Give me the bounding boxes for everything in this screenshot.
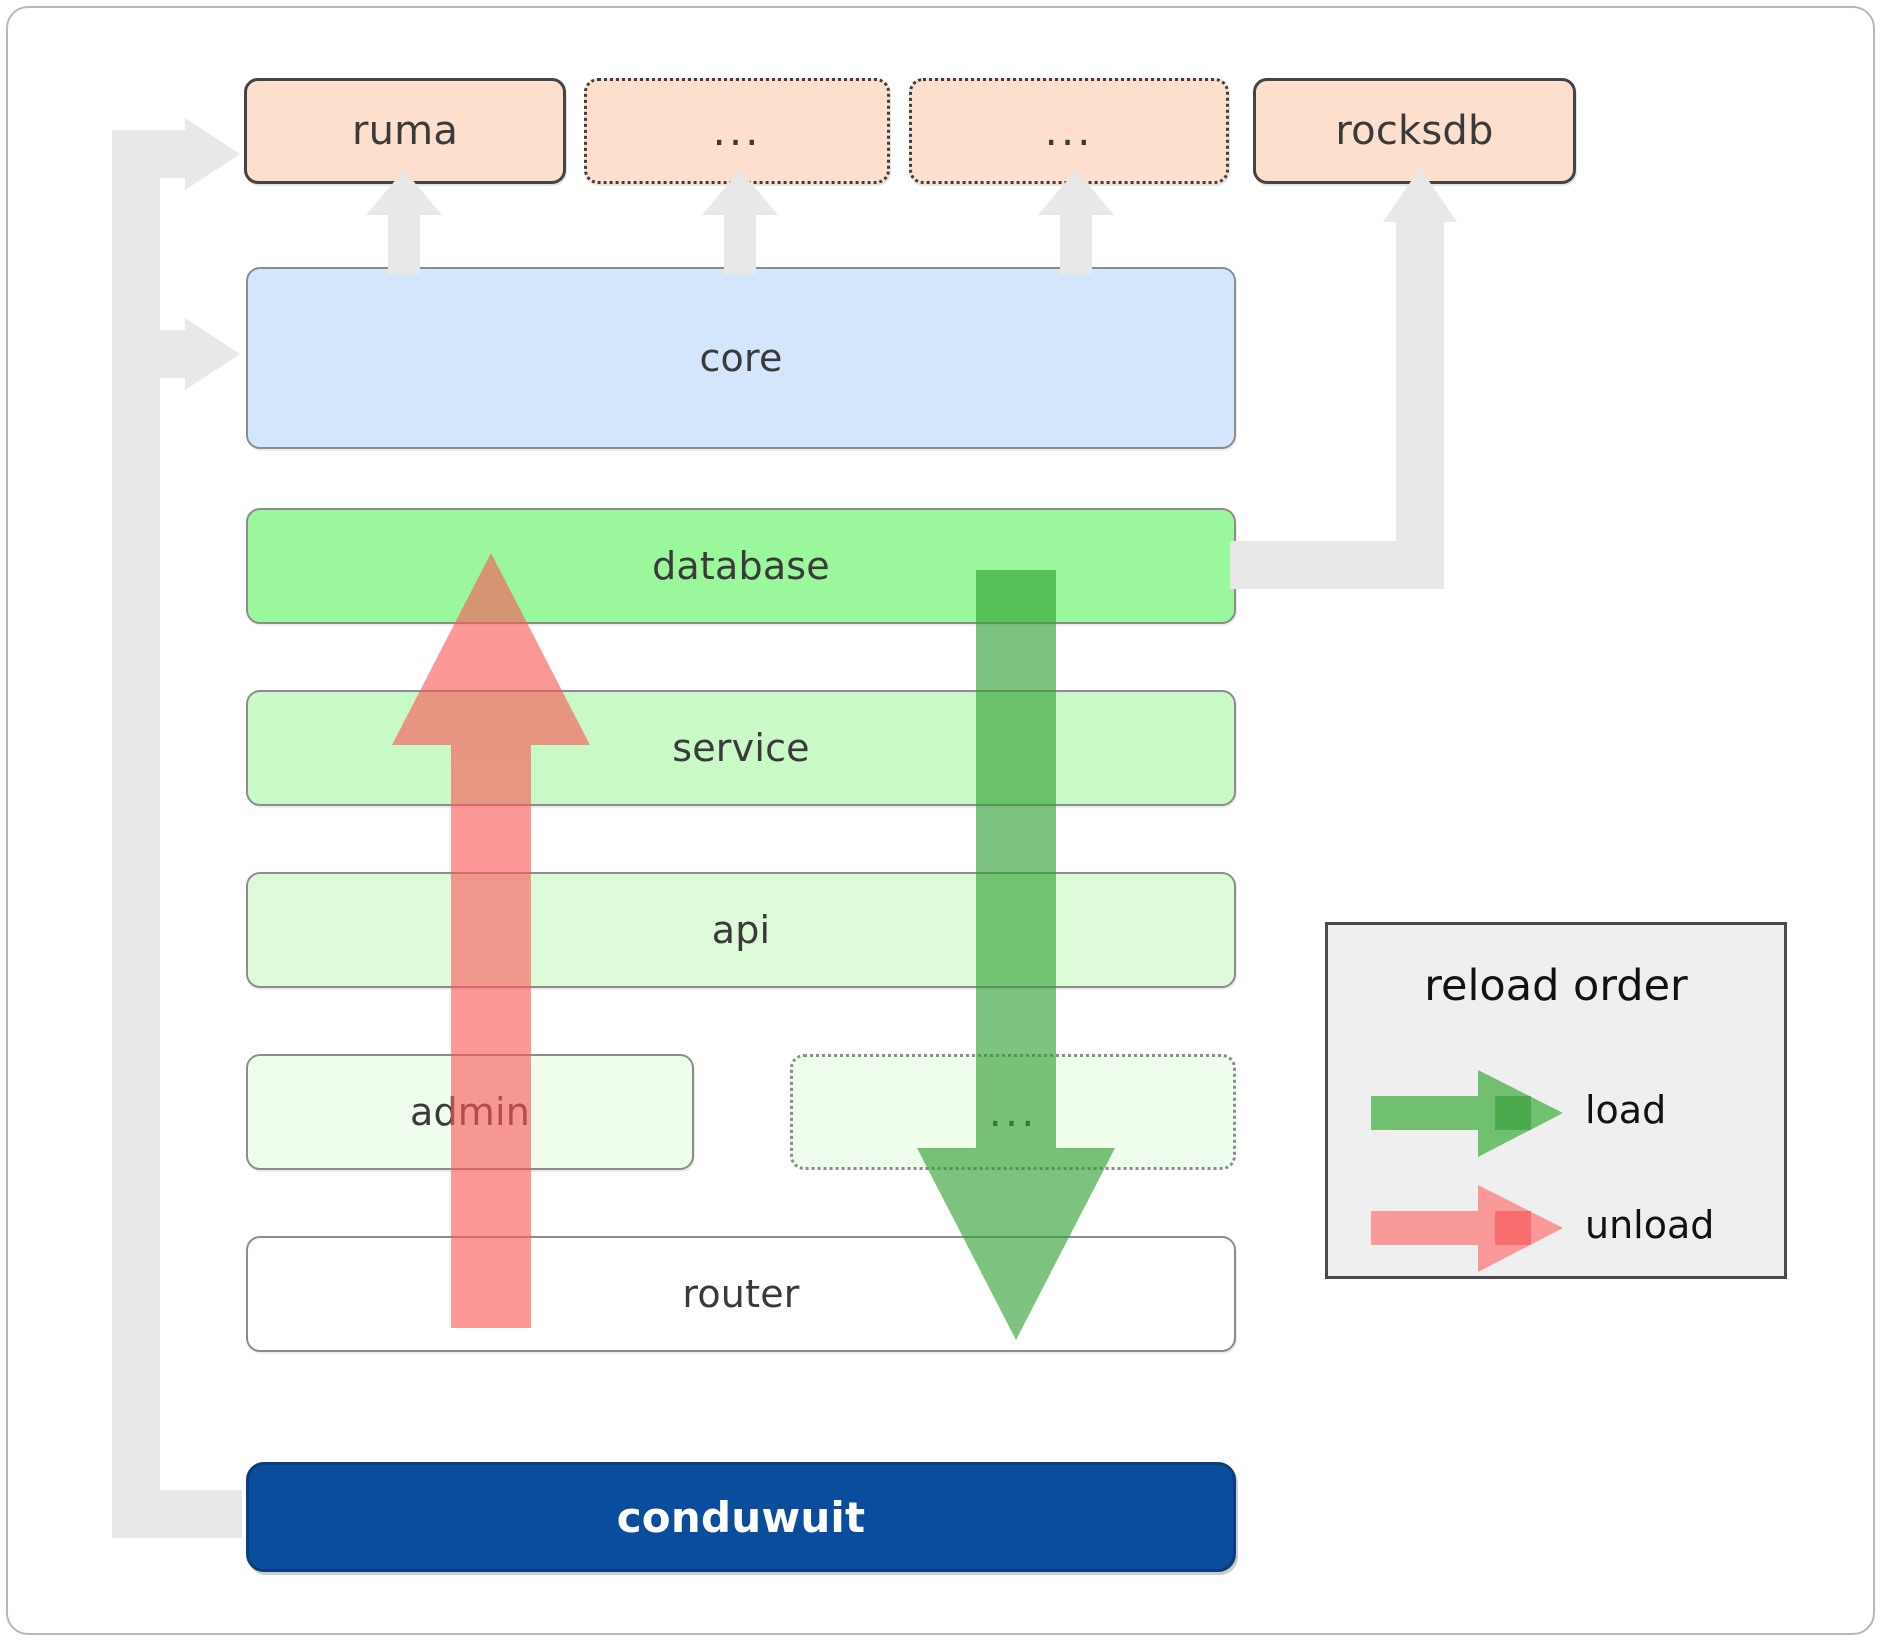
main-app-label: conduwuit bbox=[616, 1492, 866, 1542]
diagram-frame bbox=[6, 6, 1875, 1635]
legend-title: reload order bbox=[1424, 961, 1688, 1011]
dependency-label-dep-3: ... bbox=[1044, 105, 1094, 155]
legend-arrow-icons bbox=[1371, 1070, 1563, 1272]
layer-box-api[interactable]: api bbox=[246, 872, 1236, 988]
legend-unload-arrow-icon bbox=[1371, 1185, 1563, 1272]
layer-label-core: core bbox=[699, 336, 783, 380]
legend-panel: reload order load unload bbox=[1325, 922, 1787, 1279]
legend-label-unload: unload bbox=[1585, 1203, 1715, 1247]
dependency-box-dep-2[interactable]: ... bbox=[584, 78, 890, 184]
layer-box-core[interactable]: core bbox=[246, 267, 1236, 449]
dependency-label-dep-2: ... bbox=[712, 105, 762, 155]
layer-label-router: router bbox=[682, 1272, 800, 1316]
dependency-label-rocksdb: rocksdb bbox=[1335, 108, 1494, 154]
legend-load-arrow-icon bbox=[1371, 1070, 1563, 1157]
layer-label-admin: admin bbox=[409, 1090, 531, 1134]
layer-label-service: service bbox=[672, 726, 810, 770]
legend-label-load: load bbox=[1585, 1088, 1667, 1132]
dependency-label-ruma: ruma bbox=[351, 108, 459, 154]
layer-label-api: api bbox=[711, 908, 771, 952]
layer-label-extra: ... bbox=[988, 1086, 1038, 1136]
layer-box-extra[interactable]: ... bbox=[790, 1054, 1236, 1170]
dependency-box-dep-3[interactable]: ... bbox=[909, 78, 1229, 184]
layer-label-database: database bbox=[652, 544, 830, 588]
layer-box-admin[interactable]: admin bbox=[246, 1054, 694, 1170]
dependency-box-rocksdb[interactable]: rocksdb bbox=[1253, 78, 1576, 184]
layer-box-database[interactable]: database bbox=[246, 508, 1236, 624]
main-app-box-conduwuit[interactable]: conduwuit bbox=[246, 1462, 1236, 1572]
layer-box-router[interactable]: router bbox=[246, 1236, 1236, 1352]
dependency-box-ruma[interactable]: ruma bbox=[244, 78, 566, 184]
layer-box-service[interactable]: service bbox=[246, 690, 1236, 806]
